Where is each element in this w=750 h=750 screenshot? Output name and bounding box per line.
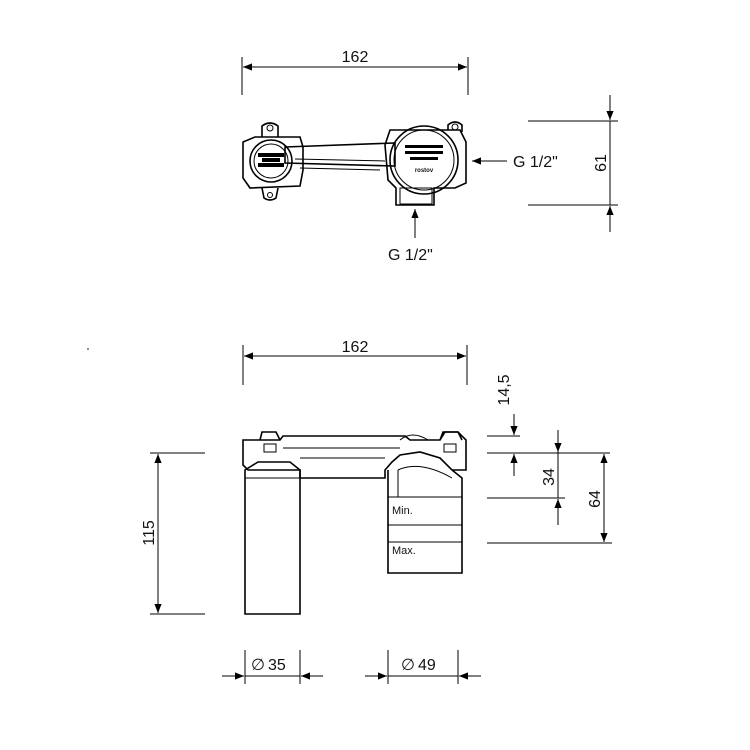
diam-49-symbol: ∅ bbox=[401, 657, 415, 674]
top-width-label: 162 bbox=[342, 49, 369, 66]
min-label: Min. bbox=[392, 505, 413, 517]
diam-35-dimension: ∅ 35 bbox=[222, 650, 323, 684]
diam-49-label: 49 bbox=[418, 657, 436, 674]
dim-34-label: 34 bbox=[541, 468, 558, 486]
dim-34: 34 bbox=[487, 430, 565, 525]
dim-115-label: 115 bbox=[141, 520, 158, 546]
dim-64: 64 bbox=[487, 454, 612, 544]
dim-14-5: 14,5 bbox=[487, 374, 610, 476]
max-label: Max. bbox=[392, 545, 416, 557]
top-valve-body: rostov bbox=[242, 121, 467, 206]
side-valve-body: Min. Max. bbox=[242, 431, 467, 615]
brand-logo-text: rostov bbox=[415, 168, 434, 174]
side-width-label: 162 bbox=[342, 339, 369, 356]
dim-115: 115 bbox=[141, 452, 205, 615]
side-view: 162 Min. bbox=[87, 339, 612, 684]
side-width-dimension: 162 bbox=[242, 339, 468, 385]
top-width-dimension: 162 bbox=[241, 49, 469, 95]
bottom-inlet-label: G 1/2" bbox=[388, 247, 433, 264]
top-height-dimension: 61 bbox=[528, 95, 618, 232]
diam-35-symbol: ∅ bbox=[251, 657, 265, 674]
side-inlet-callout: G 1/2" bbox=[472, 154, 558, 171]
dim-64-label: 64 bbox=[587, 490, 604, 508]
diam-35-label: 35 bbox=[268, 657, 286, 674]
top-height-label: 61 bbox=[593, 154, 610, 172]
dim-14-5-label: 14,5 bbox=[496, 374, 513, 405]
stray-mark bbox=[87, 348, 89, 350]
diam-49-dimension: ∅ 49 bbox=[365, 650, 481, 684]
side-inlet-label: G 1/2" bbox=[513, 154, 558, 171]
bottom-inlet-callout: G 1/2" bbox=[388, 209, 433, 264]
top-view: 162 bbox=[241, 49, 618, 264]
